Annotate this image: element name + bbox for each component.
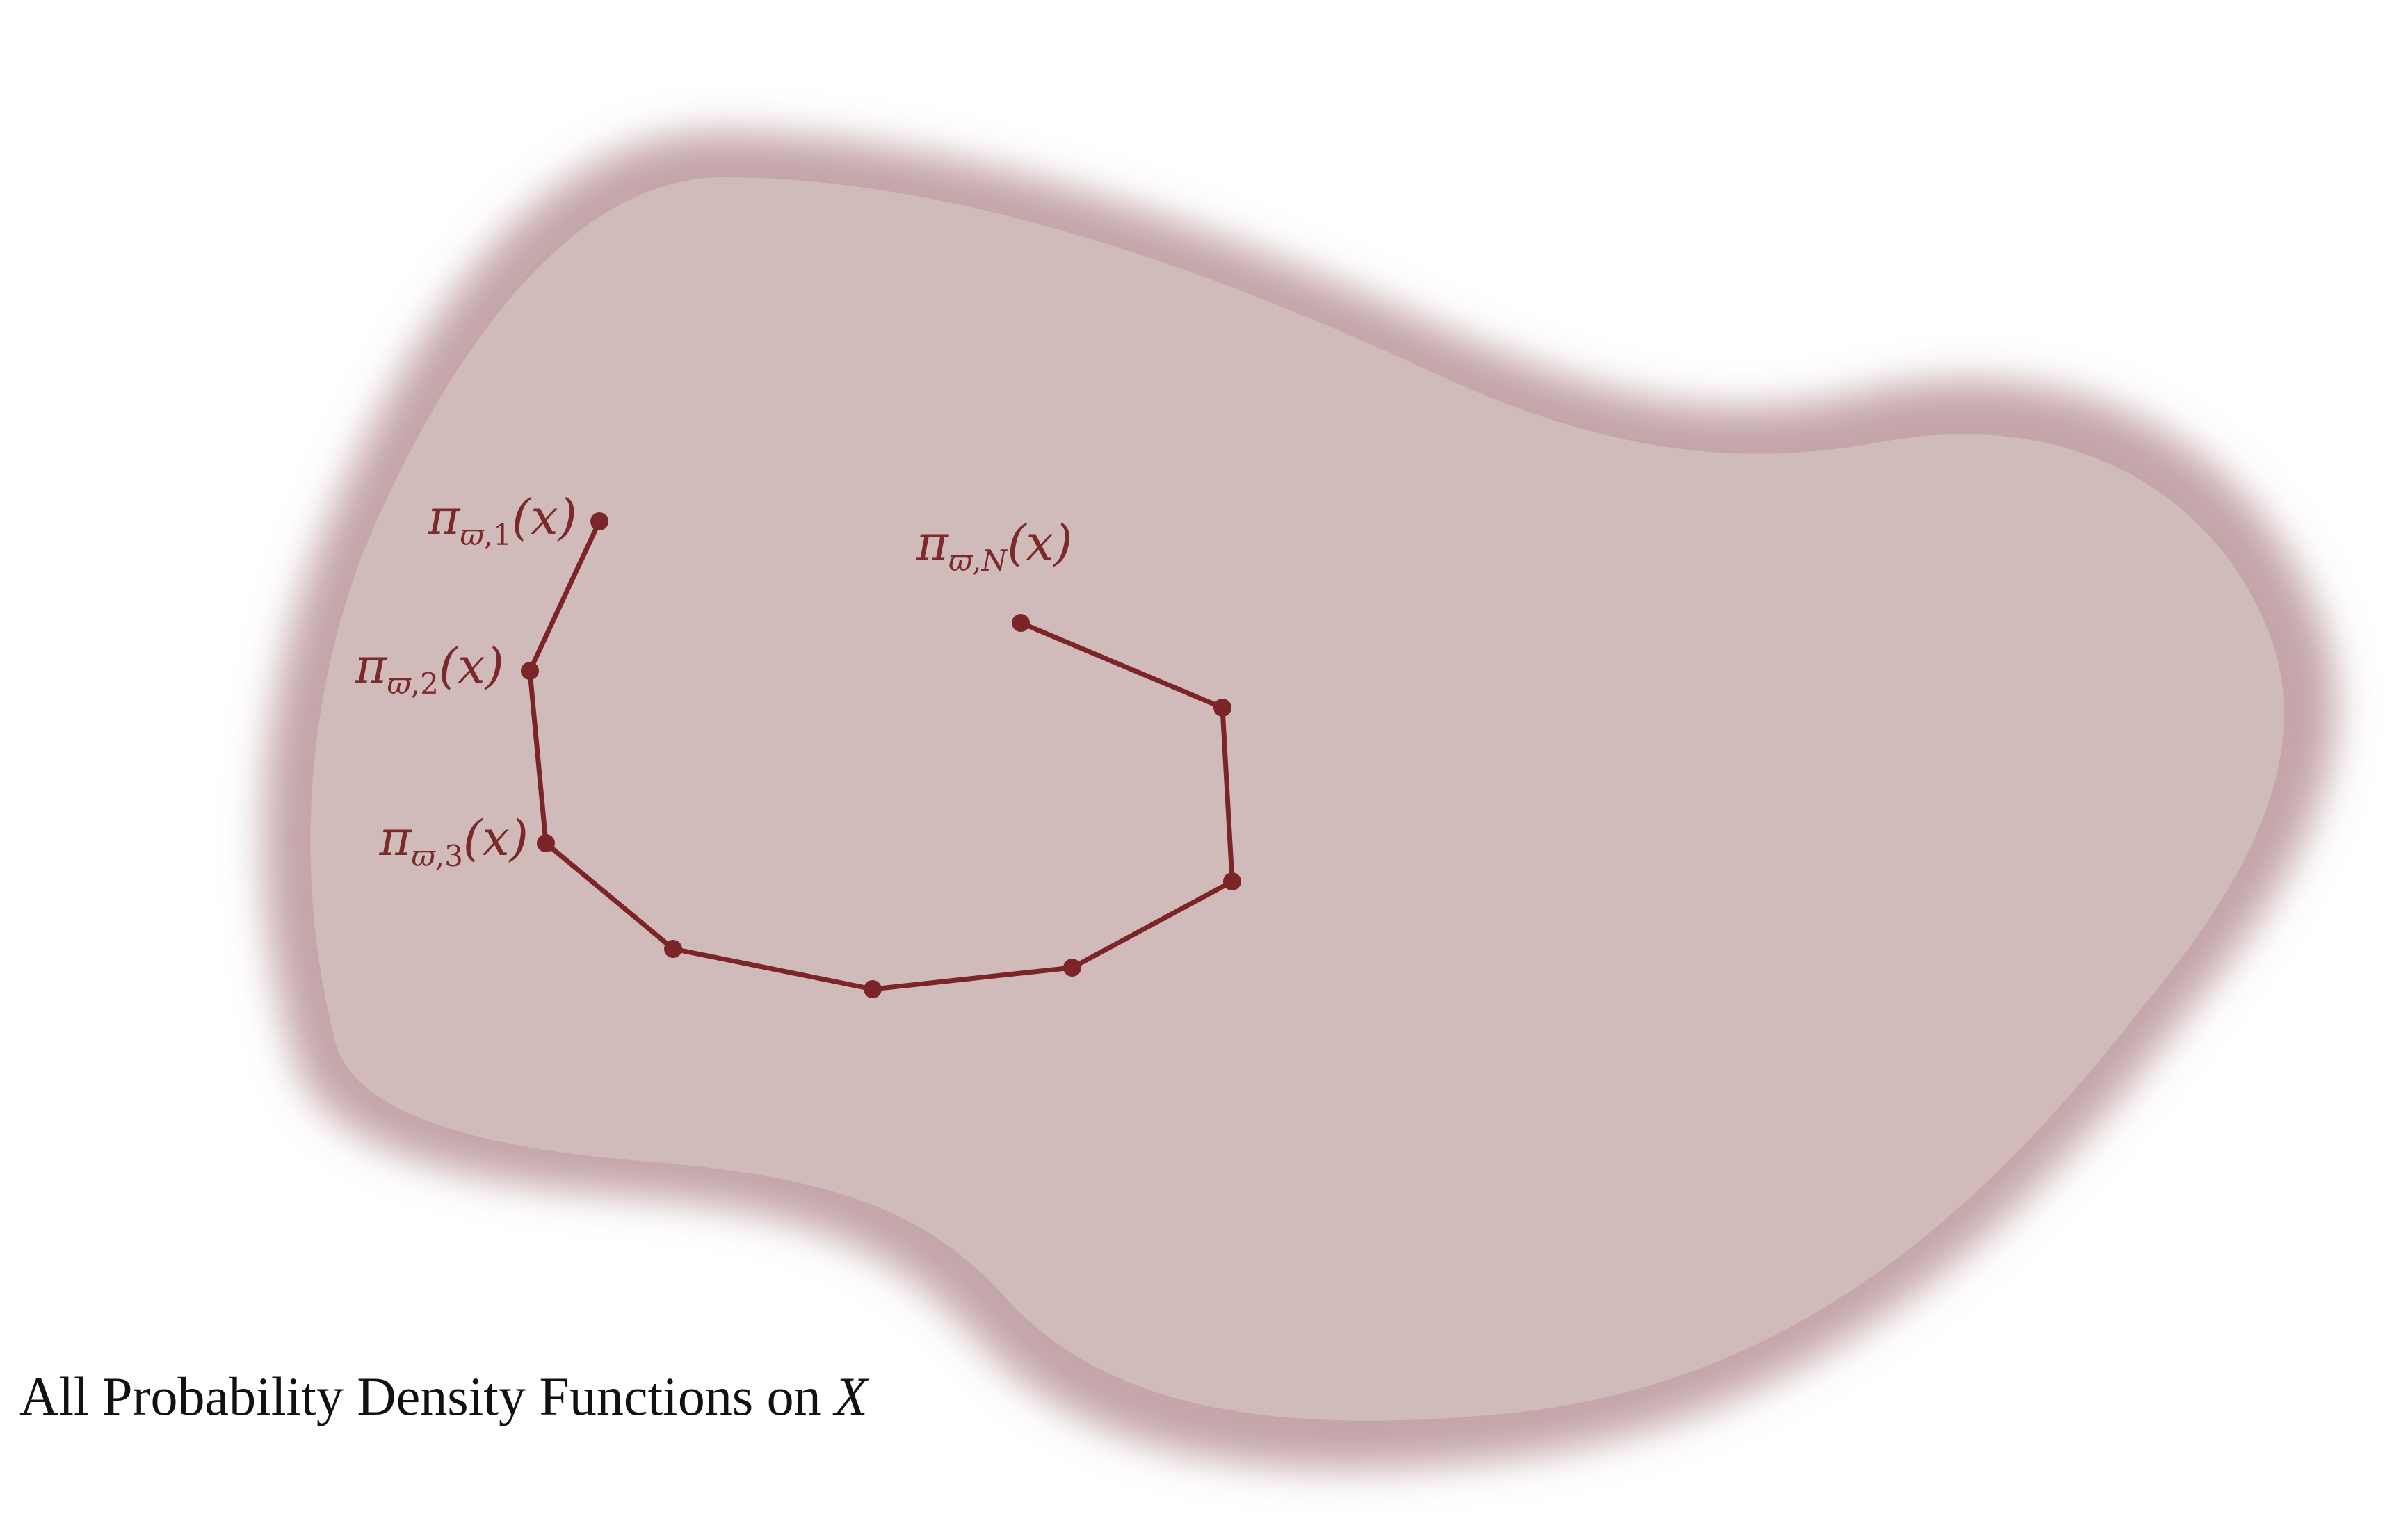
path-node-5	[864, 980, 882, 998]
path-node-1	[590, 512, 608, 530]
caption: All Probability Density Functions on X	[19, 1366, 870, 1426]
label-pi-2: πϖ,2(x)	[355, 637, 504, 701]
label-pi-1: πϖ,1(x)	[428, 489, 577, 552]
path-node-4	[664, 940, 682, 958]
iteration-path	[527, 519, 1235, 992]
path-node-7	[1223, 872, 1241, 890]
path-segment-5	[870, 965, 1075, 992]
label-pi-n: πϖ,N(x)	[916, 514, 1072, 578]
pdf-space-region	[310, 177, 2284, 1421]
path-node-3	[537, 834, 555, 852]
path-segment-1	[527, 519, 602, 674]
path-segment-7	[1220, 705, 1235, 884]
path-segment-8	[1018, 620, 1225, 710]
iteration-nodes	[521, 512, 1241, 998]
path-node-2	[521, 662, 539, 680]
path-node-6	[1063, 959, 1081, 977]
label-pi-3: πϖ,3(x)	[379, 810, 528, 873]
path-segment-2	[527, 668, 549, 846]
path-node-8	[1213, 699, 1231, 717]
path-segment-4	[670, 946, 875, 992]
path-segment-3	[543, 840, 676, 952]
path-node-9	[1012, 614, 1030, 632]
path-segment-6	[1069, 879, 1235, 970]
